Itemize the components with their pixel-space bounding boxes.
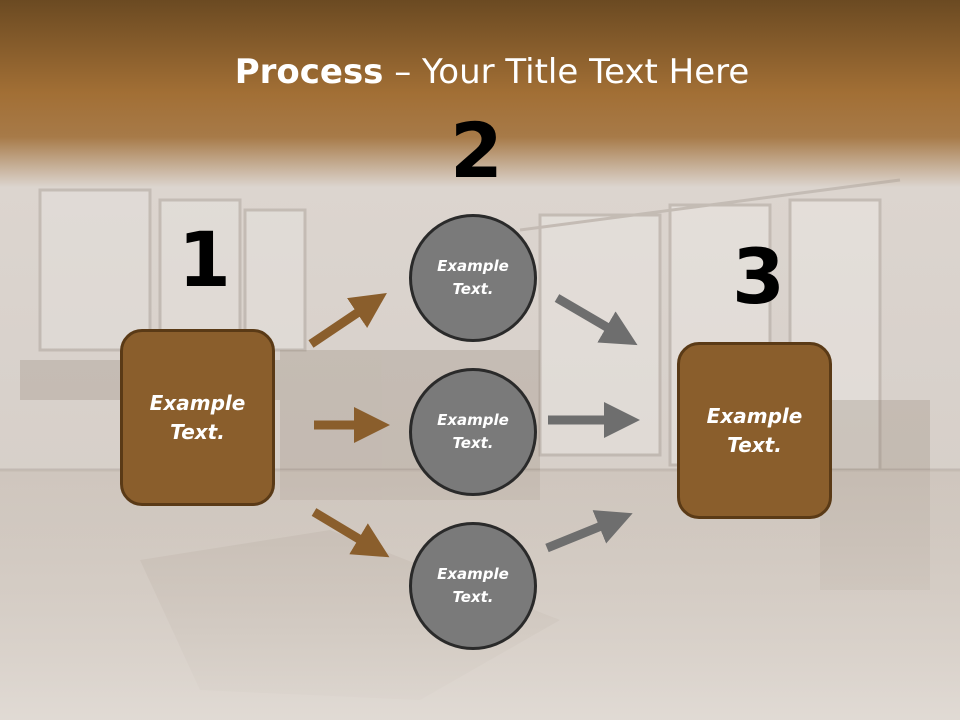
- step-number-2: 2: [450, 106, 503, 195]
- left-box-line1: Example: [149, 390, 246, 415]
- circle-bottom-line1: Example: [437, 565, 509, 583]
- slide-title: Process – Your Title Text Here: [0, 52, 960, 92]
- arrow-left-to-top: [308, 292, 387, 348]
- arrow-top-to-right: [554, 294, 638, 346]
- circle-middle-line1: Example: [437, 411, 509, 429]
- circle-top-line2: Text.: [452, 280, 494, 298]
- title-rest: – Your Title Text Here: [383, 52, 750, 92]
- right-box-line1: Example: [706, 403, 803, 428]
- right-box-line2: Text.: [727, 432, 782, 457]
- left-box-line2: Text.: [170, 419, 225, 444]
- circle-middle-line2: Text.: [452, 434, 494, 452]
- title-bold: Process: [234, 52, 384, 92]
- step-number-1: 1: [178, 215, 231, 304]
- circle-bottom-line2: Text.: [452, 588, 494, 606]
- step-number-3: 3: [732, 232, 785, 321]
- circle-top-line1: Example: [437, 257, 509, 275]
- arrow-left-to-bottom: [311, 508, 390, 558]
- arrow-bottom-to-right: [545, 510, 633, 553]
